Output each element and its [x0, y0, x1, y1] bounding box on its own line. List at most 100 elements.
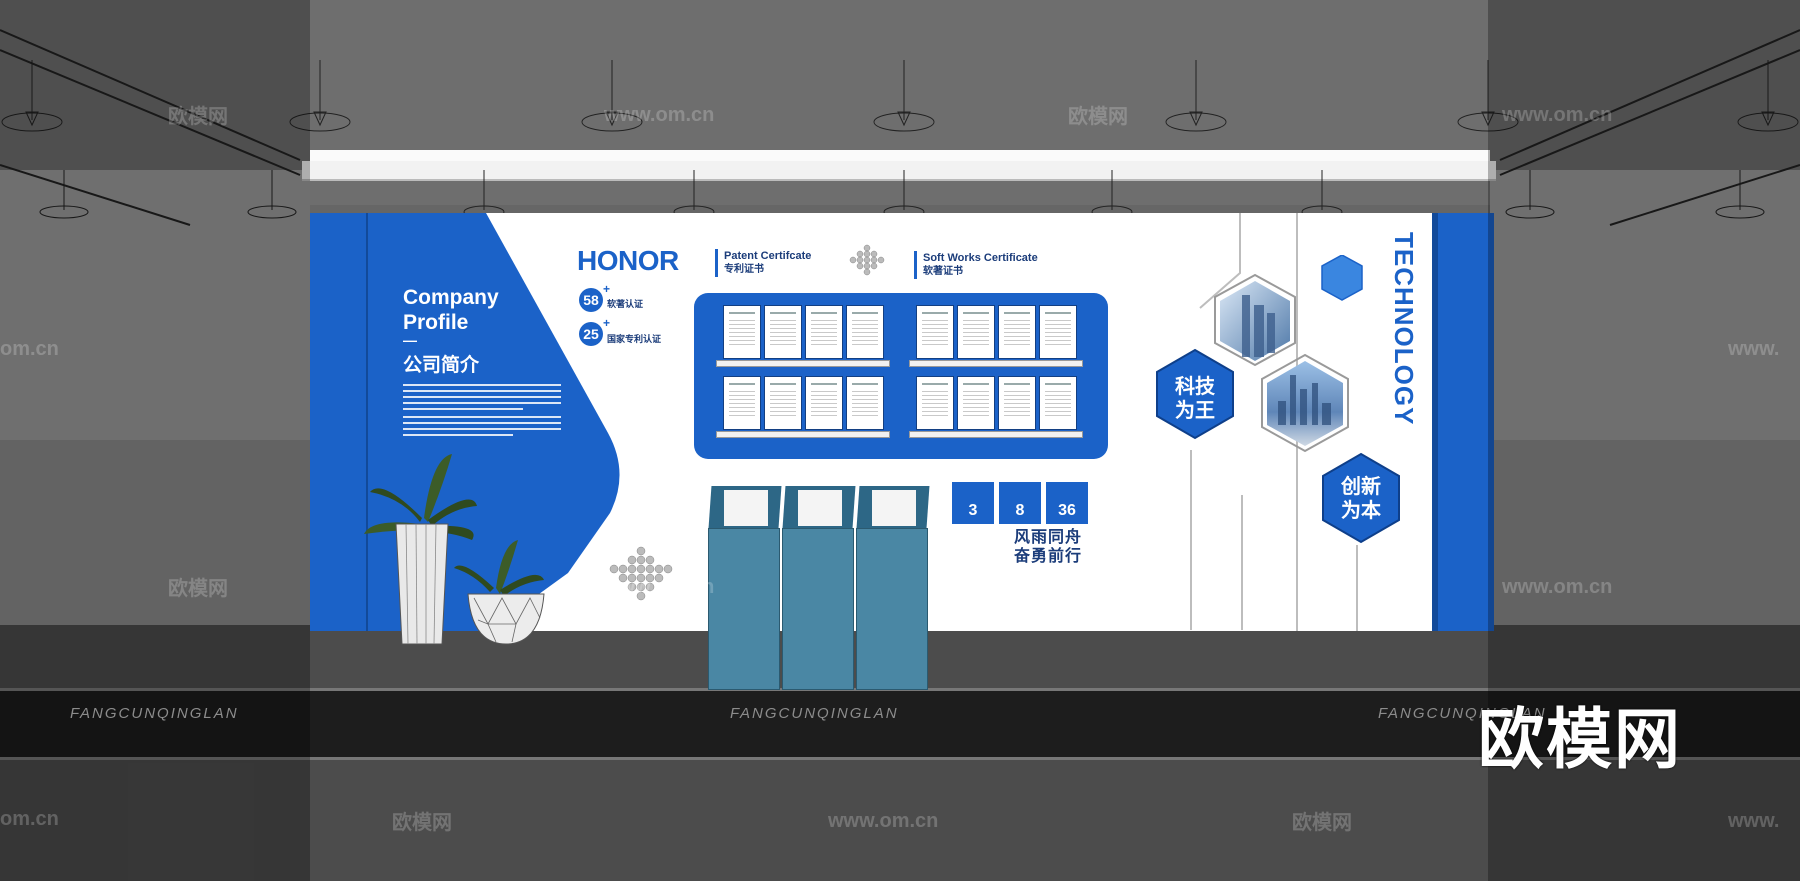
potted-plants [364, 454, 545, 645]
spotlight-icon [1, 60, 63, 132]
company-profile-body-text-lines [403, 384, 561, 436]
software-certificate-heading: Soft Works Certificate 软著证书 [914, 251, 1038, 279]
spotlight-icon [883, 170, 925, 219]
hexagon-outline [1261, 353, 1349, 453]
slogan-line2: 奋勇前行 [1014, 548, 1083, 565]
certificate-frame [764, 305, 802, 359]
certificate-frame [998, 376, 1036, 430]
shelf [716, 360, 890, 367]
decor-line-bend [1199, 213, 1241, 309]
spotlight-icon [581, 60, 643, 132]
shelf [909, 431, 1083, 438]
ceiling-rails [0, 29, 1800, 226]
honor-stat-software-value: 58 [579, 288, 603, 312]
shelf [716, 431, 890, 438]
watermark-brand: 欧模网 [1068, 578, 1128, 600]
shelf [909, 360, 1083, 367]
tech-king-text: 科技 为王 [1157, 375, 1233, 423]
dot-ornament-top [849, 244, 885, 276]
patent-certificate-title-zh: 专利证书 [724, 264, 764, 275]
floor-text-left: FANGCUNQINGLAN [70, 705, 239, 722]
right-blue-pillar [1432, 213, 1494, 631]
tech-king-line2: 为王 [1175, 400, 1215, 422]
honor-title: HONOR [577, 245, 679, 276]
company-profile-title-zh: 公司简介 [403, 355, 480, 376]
certificate-frame [805, 376, 843, 430]
decor-line [1356, 545, 1358, 631]
number-box-value: 36 [1058, 502, 1076, 519]
certificate-frame [764, 376, 802, 430]
right-shadow-overlay [1488, 0, 1800, 881]
floor-text-center: FANGCUNQINGLAN [730, 705, 899, 722]
innovation-line2: 为本 [1341, 500, 1381, 522]
watermark-site: www.om.cn [1502, 104, 1613, 126]
plant-leaves-icon [454, 540, 544, 596]
certificate-frame [1039, 305, 1077, 359]
decor-line [1190, 450, 1192, 630]
hexagon-cluster [1156, 255, 1400, 544]
spotlight-icon [1165, 60, 1227, 132]
spotlight-icon [247, 170, 297, 219]
tech-king-line1: 科技 [1175, 376, 1215, 398]
software-certificate-title-zh: 软著证书 [923, 266, 963, 277]
innovation-line1: 创新 [1341, 476, 1381, 498]
floor-text-right: FANGCUNQINGLAN [1378, 705, 1547, 722]
number-box: 36 [1046, 482, 1088, 524]
watermark-site: www.om.cn [1502, 576, 1613, 598]
brand-logo: 欧模网 [1478, 702, 1682, 776]
hexagon-outline [1214, 273, 1296, 367]
ceiling-soffit-top [310, 150, 1490, 162]
certificate-frame [916, 305, 954, 359]
dot-ornament-bottom [609, 546, 673, 601]
company-profile-title-line2: Profile [403, 311, 469, 334]
watermark-brand: 欧模网 [392, 812, 452, 834]
patent-certificate-heading: Patent Certifcate 专利证书 [715, 249, 811, 277]
number-box-value: 8 [1015, 502, 1025, 519]
watermark-brand: 欧模网 [168, 578, 228, 600]
slogan: 风雨同舟 奋勇前行 [1014, 528, 1082, 566]
software-certificate-title-en: Soft Works Certificate [923, 252, 1038, 264]
certificate-frame [957, 305, 995, 359]
honor-stat-patent-value: 25 [579, 322, 603, 346]
watermark-brand: 欧模网 [1068, 106, 1128, 128]
watermark-site: www.om.cn [604, 576, 715, 598]
tech-king-hexagon [1156, 348, 1234, 440]
innovation-hexagon [1322, 452, 1400, 544]
certificate-frame [846, 305, 884, 359]
watermark-brand: 欧模网 [168, 106, 228, 128]
spotlight-icon [1715, 170, 1765, 219]
watermark-partial-site: om.cn [0, 808, 59, 830]
company-profile-dash: — [403, 332, 417, 348]
spotlight-icon [1301, 170, 1343, 219]
right-side-wall-lower [1490, 440, 1800, 625]
company-profile-title: Company Profile [403, 285, 499, 335]
certificate-frame [805, 305, 843, 359]
spotlight-icon [463, 170, 505, 219]
number-box-value: 3 [968, 502, 978, 519]
spotlight-icon [39, 170, 89, 219]
certificate-frame [916, 376, 954, 430]
slogan-line1: 风雨同舟 [1014, 529, 1083, 546]
honor-stat-patent-plus: + [603, 316, 611, 330]
left-shadow-overlay [0, 0, 310, 881]
honor-stat-software-plus: + [603, 282, 611, 296]
number-box: 8 [999, 482, 1041, 524]
certificate-frame [957, 376, 995, 430]
technology-vertical-title: TECHNOLOGY [1389, 232, 1419, 426]
watermark-partial-site: www. [1728, 338, 1780, 360]
spotlight-icon [289, 60, 351, 132]
company-profile-title-line1: Company [403, 286, 499, 309]
watermark-partial-site: om.cn [0, 338, 59, 360]
left-side-wall-lower [0, 440, 310, 625]
honor-stat-software-label: 软著认证 [607, 299, 644, 309]
spotlight-icon [673, 170, 715, 219]
certificate-frame [723, 305, 761, 359]
certificate-frame [846, 376, 884, 430]
watermark-site: www.om.cn [604, 104, 715, 126]
honor-stat-patent-label: 国家专利认证 [607, 334, 662, 344]
spotlight-icon [873, 60, 935, 132]
watermark-brand: 欧模网 [1292, 812, 1352, 834]
certificate-frame [1039, 376, 1077, 430]
ceiling-soffit [302, 161, 1496, 181]
floor-band [0, 690, 1800, 760]
